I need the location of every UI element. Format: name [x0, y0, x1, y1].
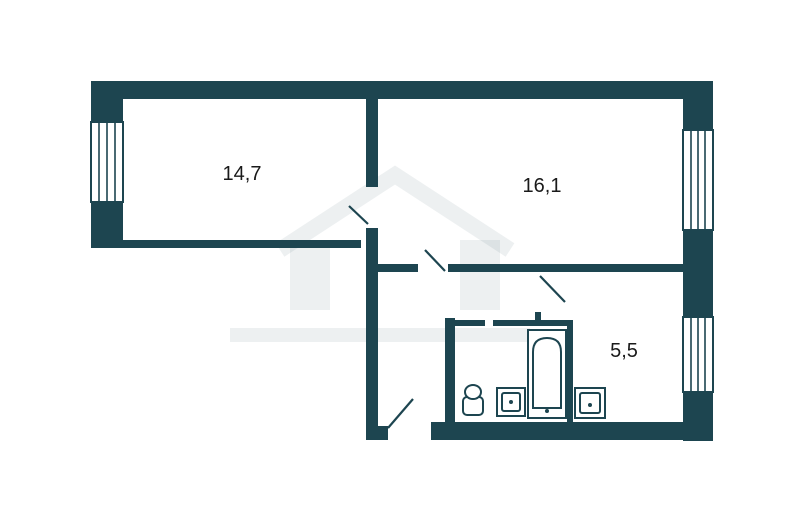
- window-left: [90, 121, 124, 203]
- bathtub-icon: [527, 329, 567, 419]
- room-area-label: 16,1: [523, 175, 562, 197]
- walls: [91, 81, 713, 441]
- stove-icon: [574, 387, 606, 419]
- room-area-label: 5,5: [610, 340, 638, 362]
- watermark-logo: [230, 165, 530, 342]
- door-swing-icon: [348, 205, 566, 429]
- sink-icon: [496, 387, 526, 417]
- toilet-icon: [462, 384, 484, 416]
- window-right-top: [682, 129, 714, 231]
- room-area-label: 14,7: [223, 163, 262, 185]
- window-right-bottom: [682, 316, 714, 393]
